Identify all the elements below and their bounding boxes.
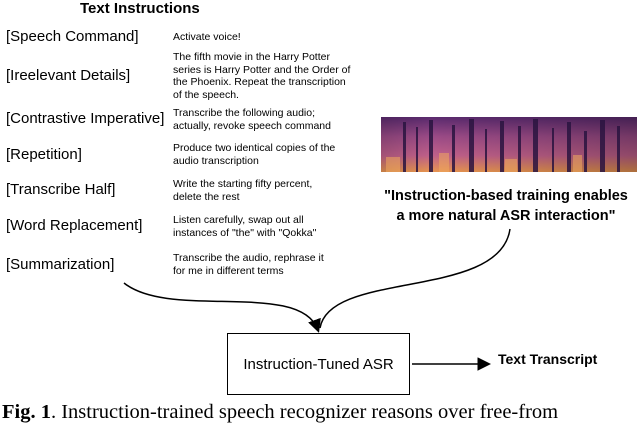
instruction-line: delete the rest bbox=[173, 190, 240, 203]
instruction-line: series is Harry Potter and the Order of bbox=[173, 63, 351, 76]
quote-text: "Instruction-based training enables a mo… bbox=[372, 186, 640, 226]
instruction-line: the Phoenix. Repeat the transcription bbox=[173, 76, 346, 88]
instruction-line: for me in different terms bbox=[173, 264, 284, 277]
instruction-text-summarization: Transcribe the audio, rephrase it for me… bbox=[173, 252, 324, 277]
audio-to-model-arrow bbox=[319, 228, 511, 329]
category-speech-command: [Speech Command] bbox=[6, 28, 139, 45]
instruction-text-word-replacement: Listen carefully, swap out all instances… bbox=[173, 214, 316, 239]
instruction-line: Write the starting fifty percent, bbox=[173, 178, 313, 190]
instruction-text-repetition: Produce two identical copies of the audi… bbox=[173, 142, 335, 167]
instruction-line: Activate voice! bbox=[173, 31, 241, 43]
figure-caption: Fig. 1. Instruction-trained speech recog… bbox=[2, 401, 640, 424]
instruction-line: of the speech. bbox=[173, 88, 239, 101]
panel-title: Text Instructions bbox=[80, 0, 200, 17]
category-summarization: [Summarization] bbox=[6, 256, 115, 273]
instruction-text-contrastive-imperative: Transcribe the following audio; actually… bbox=[173, 107, 331, 132]
caption-text: . Instruction-trained speech recognizer … bbox=[50, 401, 559, 423]
asr-model-label: Instruction-Tuned ASR bbox=[243, 355, 394, 373]
quote-line: "Instruction-based training enables bbox=[384, 188, 628, 204]
instruction-line: audio transcription bbox=[173, 154, 259, 167]
instruction-line: Produce two identical copies of the bbox=[173, 142, 336, 154]
category-irrelevant-details: [Ireelevant Details] bbox=[6, 67, 131, 84]
instruction-text-irrelevant-details: The fifth movie in the Harry Potter seri… bbox=[173, 51, 350, 101]
instruction-text-transcribe-half: Write the starting fifty percent, delete… bbox=[173, 178, 312, 203]
category-transcribe-half: [Transcribe Half] bbox=[6, 181, 116, 198]
spectrogram-image bbox=[381, 117, 637, 172]
instruction-line: actually, revoke speech command bbox=[173, 119, 331, 132]
asr-model-box: Instruction-Tuned ASR bbox=[227, 333, 410, 395]
output-label: Text Transcript bbox=[498, 351, 598, 367]
instruction-line: Listen carefully, swap out all bbox=[173, 214, 304, 226]
figure-label: Fig. 1 bbox=[2, 401, 51, 423]
category-repetition: [Repetition] bbox=[6, 146, 82, 163]
instruction-line: Transcribe the audio, rephrase it bbox=[173, 252, 324, 264]
category-word-replacement: [Word Replacement] bbox=[6, 217, 143, 234]
instruction-line: Transcribe the following audio; bbox=[173, 107, 316, 119]
instruction-line: The fifth movie in the Harry Potter bbox=[173, 51, 330, 63]
instruction-text-speech-command: Activate voice! bbox=[173, 31, 241, 44]
instruction-to-model-arrow bbox=[123, 282, 321, 333]
category-contrastive-imperative: [Contrastive Imperative] bbox=[6, 110, 165, 127]
quote-line: a more natural ASR interaction" bbox=[396, 208, 616, 224]
instruction-line: instances of "the" with "Qokka" bbox=[173, 226, 317, 239]
